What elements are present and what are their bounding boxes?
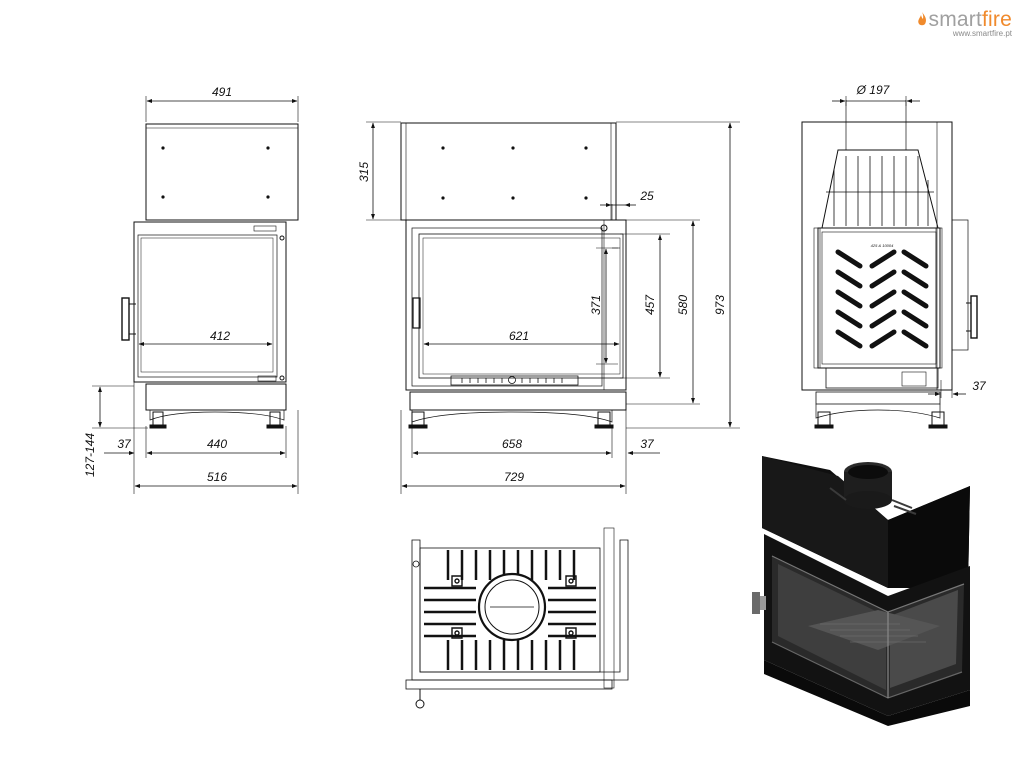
dim-side-offset: 37 [117,437,132,451]
dim-front-overall-width: 729 [504,470,524,484]
herringbone-liner [835,249,929,349]
dim-side-base-width: 440 [207,437,227,451]
dim-flue-diameter: Ø 197 [856,83,891,97]
vent-slots [461,378,563,383]
brand-logo: smartfire www.smartfire.pt [917,8,1012,38]
side-view [92,96,299,494]
front-view [366,121,740,494]
exchanger-fins [826,156,934,226]
brand-name-suffix: fire [982,8,1012,31]
top-fins-upper [446,550,576,580]
product-render [752,456,970,726]
dim-front-glass-height: 371 [589,295,603,315]
dim-side-top-width: 491 [212,85,232,99]
dim-front-base-width: 658 [502,437,522,451]
dim-side-glass-width: 412 [210,329,230,343]
dim-front-glass-width: 621 [509,329,529,343]
dim-front-frame-offset: 25 [639,189,654,203]
top-fins-right [548,586,596,638]
top-fins-lower [446,640,576,670]
brand-name-prefix: smart [928,8,983,31]
liner-plate-label: 425 & 10004 [871,243,894,248]
dim-back-offset: 37 [972,379,987,393]
dim-front-top-height: 315 [357,162,371,182]
back-view [801,96,978,429]
dim-front-overall-height: 973 [713,295,727,315]
dim-front-opening-height: 457 [643,294,657,315]
brand-url: www.smartfire.pt [952,29,1012,38]
top-view [405,527,629,709]
dim-side-overall-width: 516 [207,470,227,484]
dim-leg-height: 127-144 [83,433,97,477]
dim-front-offset: 37 [640,437,655,451]
top-fins-left [424,586,476,638]
dim-front-body-height: 580 [676,295,690,315]
flame-icon [917,12,926,26]
